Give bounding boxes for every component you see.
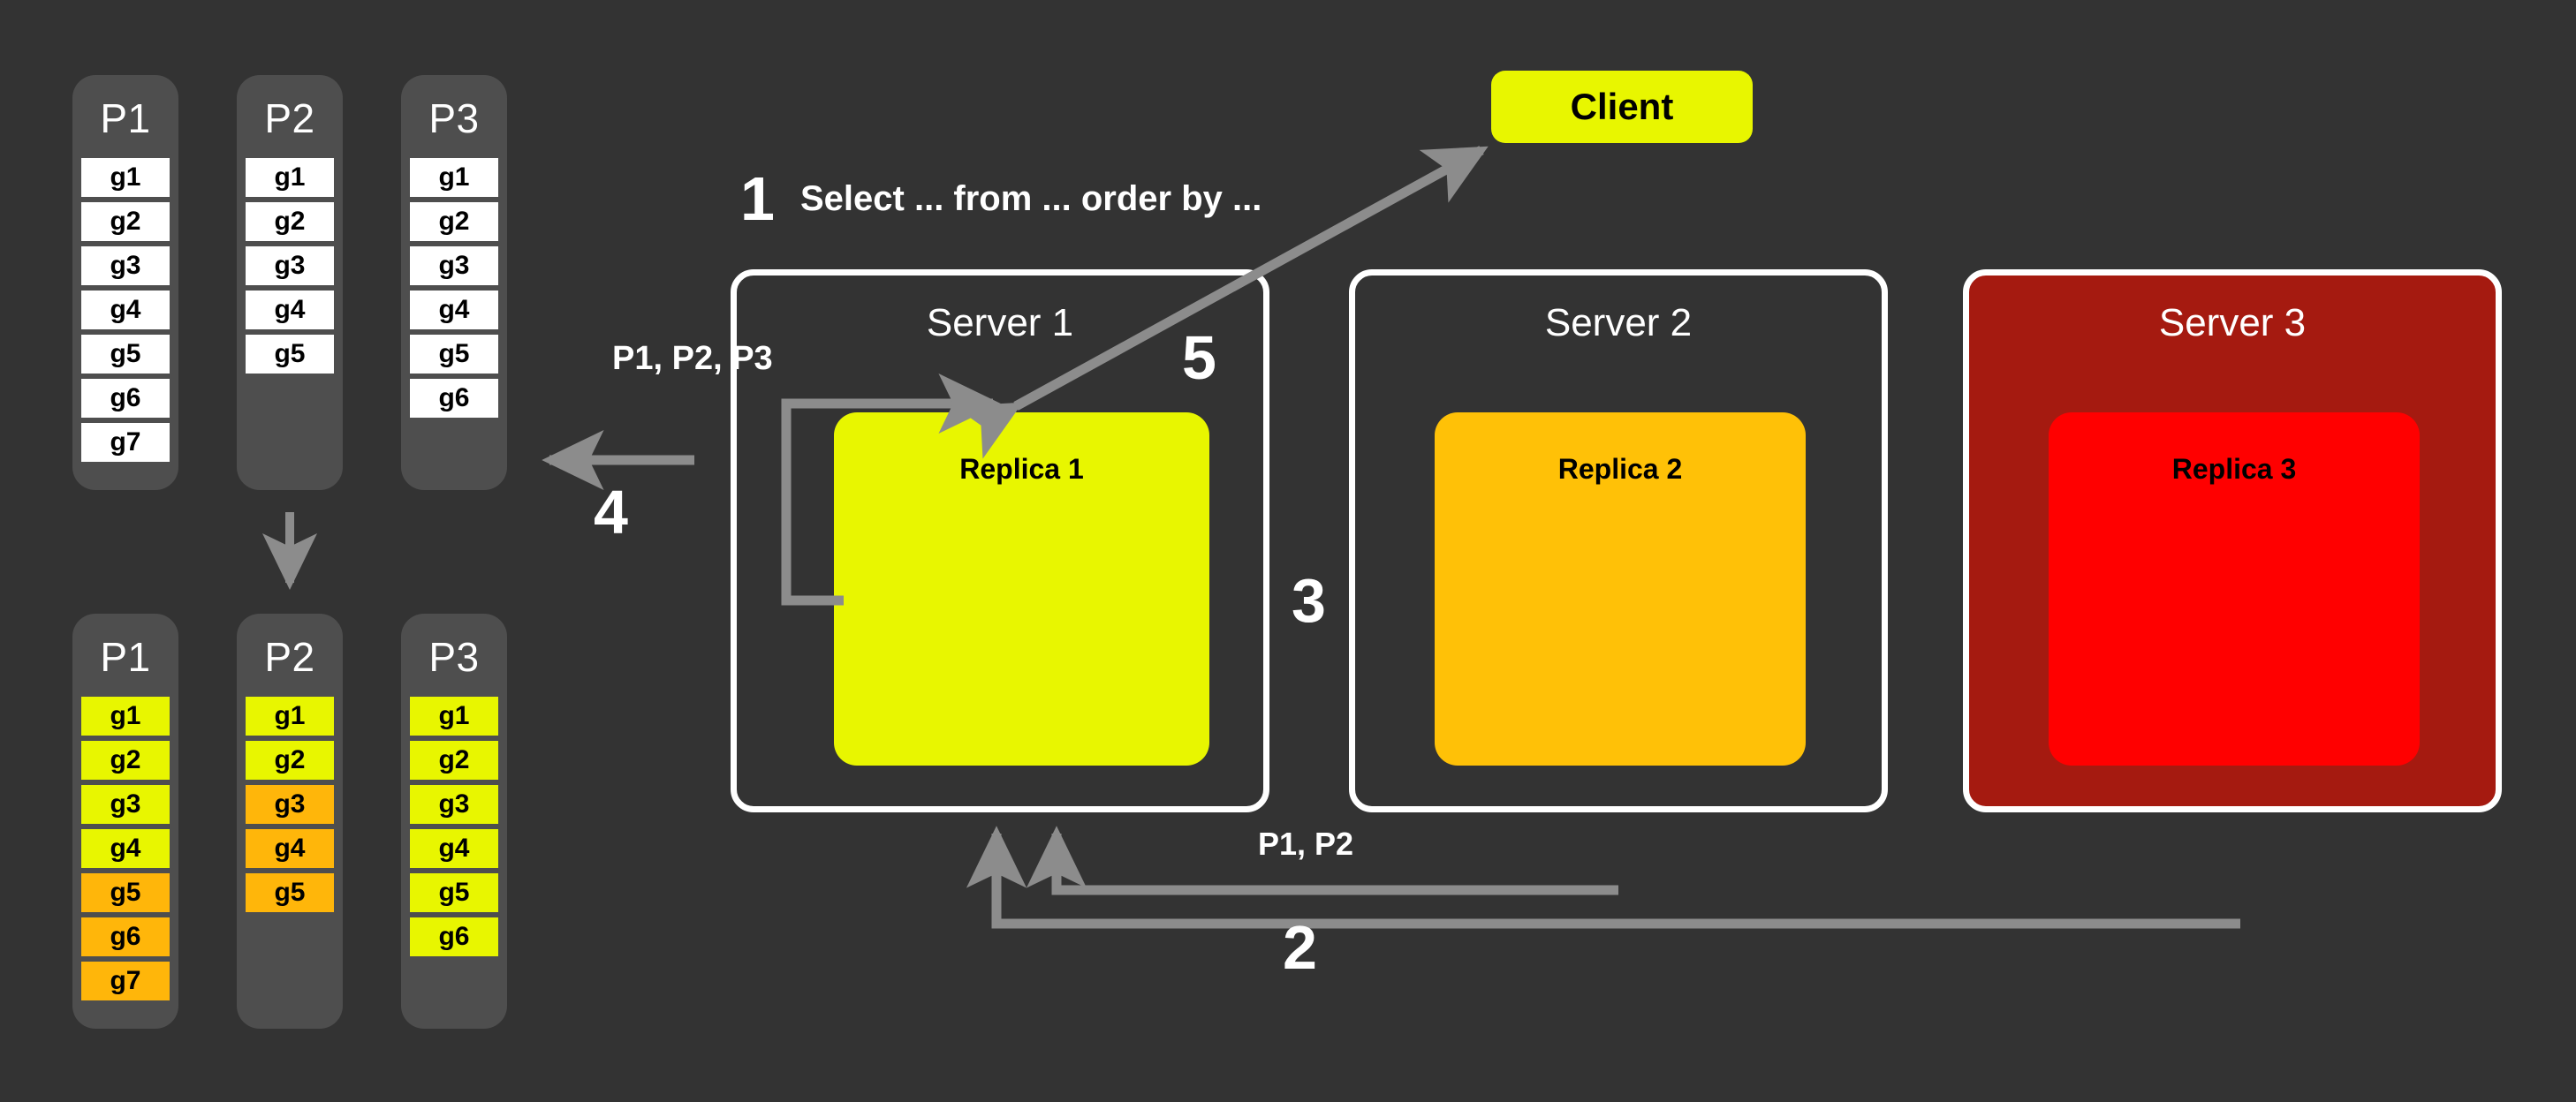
partition-column-p1-top: P1 g1 g2 g3 g4 g5 g6 g7	[72, 75, 178, 490]
partition-cell: g2	[81, 202, 170, 241]
partition-cell: g4	[410, 291, 498, 329]
partition-column-p2-top: P2 g1 g2 g3 g4 g5	[237, 75, 343, 490]
partition-cell: g1	[81, 697, 170, 736]
server-box-2: Server 2 Replica 2	[1349, 269, 1888, 812]
partition-cell: g2	[246, 741, 334, 780]
query-text-label: Select ... from ... order by ...	[800, 179, 1262, 218]
step-number-2: 2	[1283, 913, 1317, 982]
partition-cell: g2	[81, 741, 170, 780]
replica-label: Replica 2	[1557, 453, 1683, 485]
step-number-4: 4	[594, 478, 628, 547]
partition-cell: g6	[81, 379, 170, 418]
partition-cell: g1	[410, 697, 498, 736]
partition-cells: g1 g2 g3 g4 g5 g6	[410, 697, 498, 956]
partition-cell: g1	[246, 697, 334, 736]
replica-label: Replica 3	[2171, 453, 2297, 485]
client-node[interactable]: Client	[1491, 71, 1753, 143]
partition-cell: g5	[246, 335, 334, 374]
partition-cell: g5	[410, 873, 498, 912]
partition-title: P2	[264, 634, 315, 680]
partition-cell: g7	[81, 962, 170, 1000]
partition-cell: g1	[81, 158, 170, 197]
partition-title: P3	[428, 634, 480, 680]
partition-title: P1	[100, 634, 151, 680]
replica-box-1: Replica 1	[834, 412, 1209, 766]
replica-box-2: Replica 2	[1435, 412, 1806, 766]
partition-column-p3-top: P3 g1 g2 g3 g4 g5 g6	[401, 75, 507, 490]
partition-cell: g2	[246, 202, 334, 241]
partition-cell: g4	[81, 829, 170, 868]
partition-cell: g3	[81, 785, 170, 824]
partition-cell: g3	[81, 246, 170, 285]
partition-cell: g7	[81, 423, 170, 462]
partition-column-p3-bottom: P3 g1 g2 g3 g4 g5 g6	[401, 614, 507, 1029]
partition-cell: g3	[410, 785, 498, 824]
partition-cells: g1 g2 g3 g4 g5 g6 g7	[81, 158, 170, 462]
partition-cell: g5	[246, 873, 334, 912]
partition-cells: g1 g2 g3 g4 g5	[246, 158, 334, 374]
replica-box-3: Replica 3	[2049, 412, 2420, 766]
partition-cell: g1	[410, 158, 498, 197]
partition-cell: g5	[81, 873, 170, 912]
partition-cells: g1 g2 g3 g4 g5 g6	[410, 158, 498, 418]
partition-cell: g3	[410, 246, 498, 285]
partition-column-p2-bottom: P2 g1 g2 g3 g4 g5	[237, 614, 343, 1029]
partition-cell: g3	[246, 785, 334, 824]
step-number-1: 1	[740, 164, 775, 233]
partition-cell: g5	[410, 335, 498, 374]
partition-cell: g4	[81, 291, 170, 329]
server-title: Server 3	[2158, 301, 2307, 344]
arrow-step-2-server3-to-server1	[966, 826, 2240, 929]
partition-cell: g4	[246, 829, 334, 868]
partition-cell: g5	[81, 335, 170, 374]
replica-label: Replica 1	[959, 453, 1084, 485]
partition-cell: g3	[246, 246, 334, 285]
partition-cell: g6	[81, 917, 170, 956]
partition-cell: g4	[410, 829, 498, 868]
server-title: Server 2	[1544, 301, 1693, 344]
server-box-3: Server 3 Replica 3	[1963, 269, 2502, 812]
step-number-3: 3	[1292, 566, 1326, 635]
label-partitions-all: P1, P2, P3	[612, 340, 773, 377]
partition-cells: g1 g2 g3 g4 g5	[246, 697, 334, 912]
partition-title: P3	[428, 95, 480, 141]
partition-column-p1-bottom: P1 g1 g2 g3 g4 g5 g6 g7	[72, 614, 178, 1029]
partition-cell: g1	[246, 158, 334, 197]
step-number-5: 5	[1182, 323, 1216, 392]
partition-title: P2	[264, 95, 315, 141]
partition-cell: g2	[410, 741, 498, 780]
client-label: Client	[1570, 86, 1674, 127]
partition-cell: g6	[410, 379, 498, 418]
partition-cell: g2	[410, 202, 498, 241]
label-partitions-remote: P1, P2	[1258, 826, 1354, 862]
partition-cell: g6	[410, 917, 498, 956]
partition-title: P1	[100, 95, 151, 141]
partition-cell: g4	[246, 291, 334, 329]
partition-cells: g1 g2 g3 g4 g5 g6 g7	[81, 697, 170, 1000]
